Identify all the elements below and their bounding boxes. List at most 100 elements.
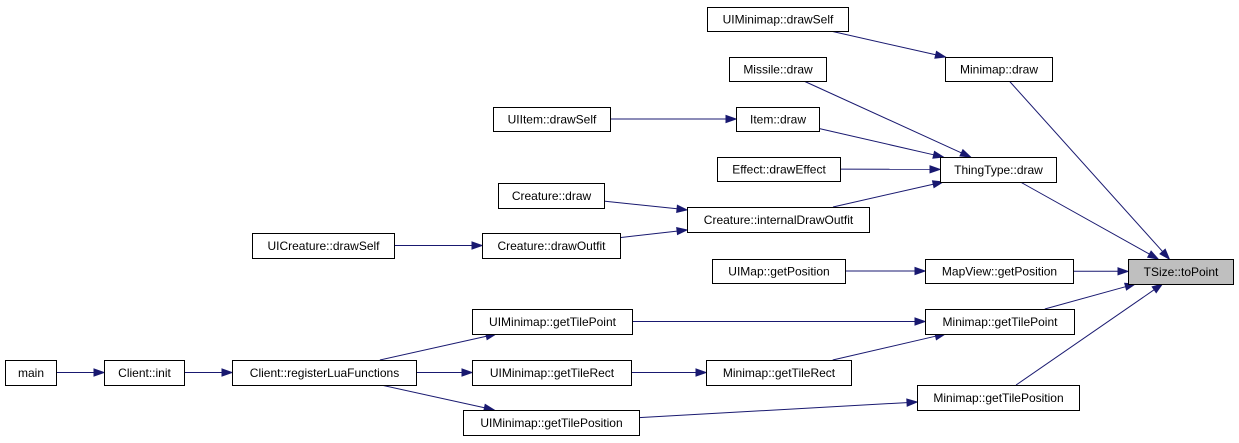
node-label[interactable]: UIMinimap::getTileRect: [490, 366, 615, 380]
node-box[interactable]: [717, 157, 841, 182]
node-uiitem-drawself[interactable]: UIItem::drawSelf: [493, 107, 611, 132]
node-label[interactable]: UIMinimap::getTilePoint: [489, 315, 617, 329]
node-label[interactable]: UIMap::getPosition: [728, 265, 829, 279]
node-label[interactable]: main: [18, 366, 44, 380]
edge-line: [379, 335, 487, 361]
node-label[interactable]: Minimap::draw: [960, 63, 1038, 77]
node-box[interactable]: [472, 360, 632, 386]
arrowhead-icon: [1146, 250, 1160, 260]
node-creature-internaldrawoutfit[interactable]: Creature::internalDrawOutfit: [687, 207, 870, 233]
node-box[interactable]: [252, 233, 395, 259]
arrowhead-icon: [914, 317, 927, 326]
node-label[interactable]: TSize::toPoint: [1144, 265, 1219, 279]
call-edge-client_registerluafunctions-to-uiminimap_gettileposition: [380, 384, 496, 412]
node-label[interactable]: Missile::draw: [743, 63, 813, 77]
edge-line: [603, 200, 678, 210]
arrowhead-icon: [461, 368, 474, 377]
node-thingtype-draw[interactable]: ThingType::draw: [940, 157, 1057, 183]
node-creature-draw[interactable]: Creature::draw: [498, 183, 605, 209]
node-box[interactable]: [472, 309, 633, 335]
node-label[interactable]: Minimap::getTileRect: [723, 366, 836, 380]
call-edge-effect_draweffect-to-thingtype_draw: [839, 165, 942, 174]
call-edge-minimap_gettilepoint-to-tsize_topoint: [1044, 282, 1137, 310]
call-edge-uiminimap_gettileposition-to-minimap_gettileposition: [638, 398, 919, 419]
node-uiminimap-gettileposition[interactable]: UIMinimap::getTilePosition: [463, 410, 640, 436]
node-uiminimap-drawself[interactable]: UIMinimap::drawSelf: [707, 7, 849, 32]
node-label[interactable]: Minimap::getTilePosition: [933, 391, 1063, 405]
node-uimap-getposition[interactable]: UIMap::getPosition: [712, 259, 846, 284]
node-box[interactable]: [493, 107, 611, 132]
node-box[interactable]: [498, 183, 605, 209]
node-label[interactable]: UIItem::drawSelf: [508, 113, 597, 127]
node-tsize-topoint[interactable]: TSize::toPoint: [1128, 259, 1234, 285]
node-missile-draw[interactable]: Missile::draw: [729, 57, 827, 82]
node-label[interactable]: MapView::getPosition: [942, 265, 1057, 279]
node-box[interactable]: [945, 57, 1053, 82]
node-box[interactable]: [1128, 259, 1234, 285]
node-box[interactable]: [940, 157, 1057, 183]
node-minimap-draw[interactable]: Minimap::draw: [945, 57, 1053, 82]
node-client-registerluafunctions[interactable]: Client::registerLuaFunctions: [232, 360, 417, 386]
node-label[interactable]: Creature::draw: [512, 189, 592, 203]
node-minimap-gettilepoint[interactable]: Minimap::getTilePoint: [925, 309, 1075, 335]
node-box[interactable]: [5, 360, 57, 386]
arrowhead-icon: [959, 148, 972, 158]
node-label[interactable]: UIMinimap::drawSelf: [723, 13, 834, 27]
arrowhead-icon: [471, 241, 484, 250]
node-box[interactable]: [706, 360, 852, 386]
node-minimap-gettilerect[interactable]: Minimap::getTileRect: [706, 360, 852, 386]
node-label[interactable]: Minimap::getTilePoint: [943, 315, 1059, 329]
node-label[interactable]: UIMinimap::getTilePosition: [480, 416, 622, 430]
arrowhead-icon: [934, 50, 947, 59]
node-box[interactable]: [729, 57, 827, 82]
node-box[interactable]: [104, 360, 185, 386]
node-uiminimap-gettilerect[interactable]: UIMinimap::getTileRect: [472, 360, 632, 386]
node-label[interactable]: Client::registerLuaFunctions: [250, 366, 399, 380]
edges-layer: [56, 30, 1171, 419]
node-label[interactable]: ThingType::draw: [954, 163, 1043, 177]
node-item-draw[interactable]: Item::draw: [736, 107, 820, 132]
call-edge-creature_draw-to-creature_internaldrawoutfit: [603, 200, 689, 213]
node-label[interactable]: Client::init: [118, 366, 171, 380]
call-edge-uiminimap_gettilerect-to-minimap_gettilerect: [631, 368, 708, 377]
node-box[interactable]: [687, 207, 870, 233]
node-uiminimap-gettilepoint[interactable]: UIMinimap::getTilePoint: [472, 309, 633, 335]
node-label[interactable]: UICreature::drawSelf: [267, 239, 380, 253]
arrowhead-icon: [1159, 248, 1171, 261]
node-box[interactable]: [482, 233, 621, 259]
edge-line: [1044, 286, 1126, 310]
edge-line: [638, 402, 908, 419]
node-box[interactable]: [463, 410, 640, 436]
node-client-init[interactable]: Client::init: [104, 360, 185, 386]
edge-line: [818, 128, 934, 156]
edge-line: [1020, 181, 1150, 255]
node-box[interactable]: [707, 7, 849, 32]
node-label[interactable]: Creature::internalDrawOutfit: [704, 213, 854, 227]
node-box[interactable]: [925, 309, 1075, 335]
call-edge-client_registerluafunctions-to-uiminimap_gettilerect: [416, 368, 474, 377]
node-uicreature-drawself[interactable]: UICreature::drawSelf: [252, 233, 395, 259]
node-box[interactable]: [736, 107, 820, 132]
node-main[interactable]: main: [5, 360, 57, 386]
node-mapview-getposition[interactable]: MapView::getPosition: [925, 259, 1074, 284]
call-edge-creature_drawoutfit-to-creature_internaldrawoutfit: [619, 226, 689, 239]
arrowhead-icon: [929, 165, 942, 174]
node-label[interactable]: Effect::drawEffect: [732, 163, 826, 177]
arrowhead-icon: [695, 368, 708, 377]
edge-line: [832, 183, 934, 208]
node-box[interactable]: [917, 385, 1080, 411]
call-edge-missile_draw-to-thingtype_draw: [803, 80, 972, 158]
node-box[interactable]: [232, 360, 417, 386]
call-edge-creature_internaldrawoutfit-to-thingtype_draw: [832, 180, 945, 208]
edge-line: [803, 80, 962, 154]
call-edge-minimap_gettileposition-to-tsize_topoint: [1015, 283, 1164, 386]
node-box[interactable]: [925, 259, 1074, 284]
node-box[interactable]: [712, 259, 846, 284]
node-minimap-gettileposition[interactable]: Minimap::getTilePosition: [917, 385, 1080, 411]
node-label[interactable]: Item::draw: [750, 113, 806, 127]
node-creature-drawoutfit[interactable]: Creature::drawOutfit: [482, 233, 621, 259]
arrowhead-icon: [676, 226, 689, 236]
node-effect-draweffect[interactable]: Effect::drawEffect: [717, 157, 841, 182]
node-label[interactable]: Creature::drawOutfit: [497, 239, 606, 253]
edge-line: [830, 30, 936, 56]
